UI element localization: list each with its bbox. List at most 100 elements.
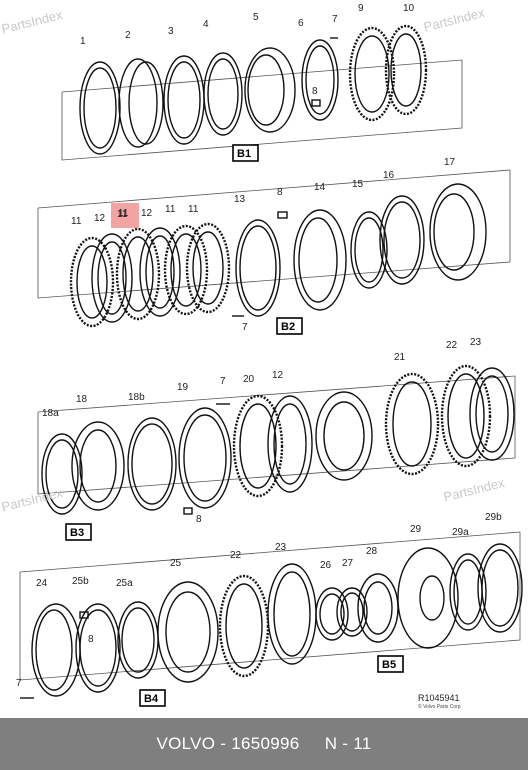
part-label: 7 <box>332 14 338 25</box>
part-label: 13 <box>234 194 246 205</box>
part-label: 28 <box>366 546 378 557</box>
section-boxes: B1 B2 B3 B4 B5 <box>65 144 404 707</box>
ring-16 <box>379 195 425 285</box>
footer-position: N - 11 <box>324 734 372 753</box>
part-label: 10 <box>403 3 415 14</box>
piston-14 <box>293 209 347 311</box>
part-label: 18 <box>76 394 88 405</box>
part-label: 16 <box>383 170 395 181</box>
ring-18 <box>71 421 125 511</box>
piston-25 <box>157 581 219 683</box>
drum-29 <box>397 547 459 649</box>
part-label: 2 <box>125 30 131 41</box>
part-label: 4 <box>203 19 209 30</box>
panel-frames <box>19 59 521 681</box>
clutch-disc-11c <box>163 224 209 316</box>
part-label: 29 <box>410 524 422 535</box>
ring-2 <box>118 58 158 148</box>
part-label: 17 <box>444 157 456 168</box>
panel-b2-parts <box>69 183 487 328</box>
part-label: 5 <box>253 12 259 23</box>
part-label: 23 <box>470 337 482 348</box>
part-label: 18a <box>42 408 59 419</box>
part-label: 11 <box>118 208 129 219</box>
plate-23-b3 <box>469 367 515 461</box>
plate-12-b3 <box>267 395 313 493</box>
highlight-box <box>111 203 139 228</box>
part-label: 6 <box>298 18 304 29</box>
part-label: 7 <box>16 678 22 689</box>
footer-part-number: 1650996 <box>231 734 300 753</box>
part-label: 1 <box>80 36 86 47</box>
hub <box>315 391 373 481</box>
part-label: 29a <box>452 527 469 538</box>
part-label: 11 <box>188 204 199 215</box>
part-label: 11 <box>165 204 176 215</box>
part-label: 21 <box>394 352 406 363</box>
part-label: 25a <box>116 578 133 589</box>
part-label: 11 <box>71 216 82 227</box>
clutch-plate-12b <box>139 227 181 317</box>
part-label: 12 <box>94 213 106 224</box>
part-label: 12 <box>141 208 153 219</box>
spring-8-b2 <box>277 211 288 219</box>
box-b3: B3 <box>70 527 84 539</box>
part-label: 20 <box>243 374 255 385</box>
box-b4: B4 <box>144 693 159 705</box>
copyright-note: © Volvo Parts Corp <box>418 703 461 710</box>
clutch-plate-12a <box>91 233 133 323</box>
disc-20 <box>232 394 284 498</box>
part-label: 9 <box>358 3 364 14</box>
part-label: 22 <box>446 340 458 351</box>
clutch-disc-11a <box>69 236 115 328</box>
panel-b3-parts <box>41 364 515 515</box>
ring-25b <box>75 603 121 693</box>
panel-b4-b5-parts <box>20 543 523 699</box>
box-b1: B1 <box>237 148 251 160</box>
ring-25a <box>117 601 159 679</box>
part-label: 8 <box>312 86 318 97</box>
ring-18b <box>127 417 177 511</box>
ring-29a <box>449 553 487 631</box>
box-b5: B5 <box>382 659 396 671</box>
part-label: 7 <box>242 322 248 333</box>
ring-13 <box>235 219 281 317</box>
ring-27 <box>336 587 368 637</box>
part-label: 8 <box>88 634 94 645</box>
part-label: 26 <box>320 560 332 571</box>
part-label: 8 <box>196 514 202 525</box>
part-label: 25 <box>170 558 182 569</box>
ring-3 <box>163 55 205 145</box>
disc-22-b4 <box>218 574 270 678</box>
footer-brand: VOLVO <box>156 734 216 753</box>
spring-8-b4 <box>79 611 89 619</box>
part-label: 27 <box>342 558 354 569</box>
ring-18a <box>41 433 83 515</box>
ring-26 <box>315 587 349 641</box>
panel-b1-parts <box>79 24 428 155</box>
disc-21 <box>384 372 440 476</box>
disc-22-b3 <box>440 364 492 468</box>
spring-8-b3 <box>183 507 193 515</box>
part-label: 7 <box>220 376 226 387</box>
part-label: 15 <box>352 179 364 190</box>
part-label: 18b <box>128 392 145 403</box>
footer-separator: - <box>215 734 232 753</box>
ring-1 <box>79 61 121 155</box>
ring-19 <box>178 407 232 509</box>
ring-24 <box>31 603 81 697</box>
part-label: 23 <box>275 542 287 553</box>
ring-4 <box>203 52 243 136</box>
part-label: 24 <box>36 578 48 589</box>
part-label: 19 <box>177 382 189 393</box>
reference-number: R1045941 <box>418 693 460 703</box>
plate-23-b4 <box>267 563 317 665</box>
gear-ring-10 <box>384 24 428 116</box>
ring-6 <box>301 39 339 121</box>
part-label: 3 <box>168 26 174 37</box>
part-label: 29b <box>485 512 502 523</box>
part-label: 25b <box>72 576 89 587</box>
gear-ring-9 <box>348 26 396 122</box>
seal-17 <box>429 183 487 281</box>
